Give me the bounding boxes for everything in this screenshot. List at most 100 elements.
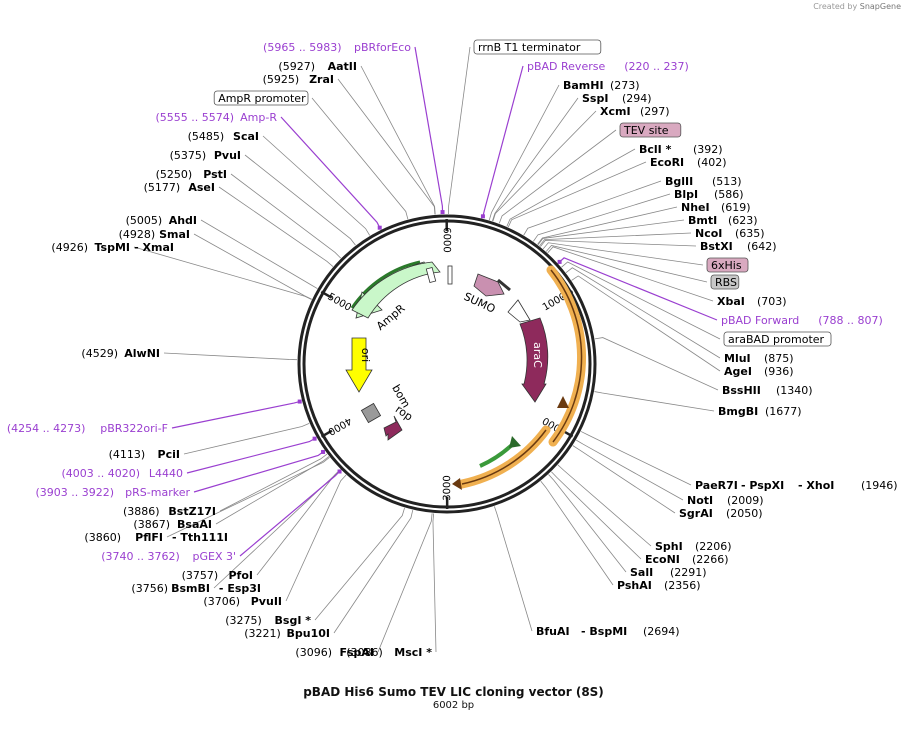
his-tag-mark	[497, 278, 511, 292]
site-text: AhdI	[169, 214, 197, 227]
site-text: SphI	[655, 540, 683, 553]
site-text: (5375)	[170, 149, 207, 162]
plasmid-title: pBAD His6 Sumo TEV LIC cloning vector (8…	[303, 685, 604, 699]
site-text: BclI *	[639, 143, 672, 156]
site-text: - XhoI	[798, 479, 834, 492]
arac-label: araC	[531, 342, 544, 368]
site-label-bmgbi: BmgBI(1677)	[718, 405, 802, 418]
leader-6xhis	[542, 242, 704, 266]
arac-arrow	[519, 317, 549, 403]
site-label-bfuai: BfuAI- BspMI(2694)	[536, 625, 680, 638]
site-label-ncoi: NcoI(635)	[695, 227, 765, 240]
site-text: FspAI	[339, 646, 374, 659]
site-text: AseI	[188, 181, 215, 194]
site-text: ZraI	[309, 73, 334, 86]
site-text: (3096)	[295, 646, 332, 659]
site-label-ampr-promoter: AmpR promoter	[213, 90, 309, 106]
site-text: TspMI	[94, 241, 130, 254]
site-text: (4928)	[119, 228, 156, 241]
leader-blpi	[533, 193, 671, 242]
site-text: PaeR7I	[695, 479, 738, 492]
feature-box	[710, 274, 740, 290]
site-label-nhei: NheI(619)	[681, 201, 751, 214]
site-text: (2009)	[727, 494, 764, 507]
site-text: RBS	[715, 276, 737, 289]
leader-pcii	[183, 422, 310, 455]
leader-pbad-reverse	[482, 65, 524, 217]
leader-asei	[218, 186, 334, 267]
leader-bstz17i	[219, 453, 328, 512]
site-text: L4440	[149, 467, 183, 480]
leader-msci	[432, 513, 437, 653]
site-label-sgrai: SgrAI(2050)	[679, 507, 763, 520]
site-text: PstI	[203, 168, 227, 181]
site-text: MscI *	[394, 646, 432, 659]
site-label-aatii: AatII(5927)	[278, 60, 357, 73]
site-label-pbad-forward: pBAD Forward(788 .. 807)	[721, 314, 883, 327]
site-text: AatII	[328, 60, 357, 73]
leader-econi	[551, 471, 642, 560]
leader-alwni	[163, 352, 298, 361]
site-text: (4113)	[109, 448, 146, 461]
primer-mark-pbr322ori-f	[297, 399, 302, 404]
site-text: (703)	[757, 295, 787, 308]
site-text: XcmI	[600, 105, 631, 118]
leader-bsgi	[314, 507, 405, 621]
site-text: AgeI	[724, 365, 752, 378]
leader-agei	[571, 275, 721, 372]
primer-mark-prs-marker	[321, 449, 326, 454]
site-text: (2694)	[643, 625, 680, 638]
site-label-sspi: SspI(294)	[582, 92, 652, 105]
site-text: (3757)	[182, 569, 219, 582]
site-label-arabad-promoter: araBAD promoter	[723, 331, 832, 347]
site-label-ahdi: AhdI(5005)	[126, 214, 197, 227]
rop-arrow	[383, 415, 403, 441]
primer-mark-pgex-3	[337, 469, 342, 474]
site-label-alwni: AlwNI(4529)	[81, 347, 160, 360]
feature-box	[723, 331, 832, 347]
site-text: pBAD Reverse	[527, 60, 605, 73]
site-text: SmaI	[159, 228, 190, 241]
ori-label: ori	[359, 348, 372, 362]
leader-ampr-promoter	[311, 97, 409, 220]
site-text: (4003 .. 4020)	[61, 467, 140, 480]
site-text: (5555 .. 5574)	[155, 111, 234, 124]
site-text: (1946)	[861, 479, 898, 492]
site-label-zrai: ZraI(5925)	[263, 73, 334, 86]
site-label-bsaai: BsaAI(3867)	[133, 518, 212, 531]
site-label-pbad-reverse: pBAD Reverse(220 .. 237)	[527, 60, 689, 73]
arac-highlight-arrowhead-2	[557, 396, 569, 408]
bom-feature	[360, 402, 382, 424]
site-text: (4926)	[51, 241, 88, 254]
leader-bamhi	[488, 84, 560, 221]
site-text: EcoNI	[645, 553, 680, 566]
site-text: (2356)	[664, 579, 701, 592]
site-label-blpi: BlpI(586)	[674, 188, 744, 201]
site-text: XbaI	[717, 295, 745, 308]
primer-mark-pbad-forward	[557, 259, 562, 264]
leader-pbrforeco	[414, 46, 444, 213]
site-text: PfoI	[229, 569, 254, 582]
site-label-pvuii: PvuII(3706)	[203, 595, 282, 608]
leader-ncoi	[539, 232, 692, 247]
site-label-bglii: BglII(513)	[665, 175, 742, 188]
leader-arabad-promoter	[561, 261, 721, 340]
site-text: PshAI	[617, 579, 652, 592]
leader-tspmi	[133, 246, 312, 300]
site-text: ScaI	[233, 130, 259, 143]
site-label-econi: EcoNI(2266)	[645, 553, 729, 566]
site-text: AlwNI	[124, 347, 160, 360]
feature-box	[473, 39, 602, 55]
site-label-bcli: BclI *(392)	[639, 143, 723, 156]
site-label-bpu10i: Bpu10I(3221)	[244, 627, 330, 640]
site-text: (2291)	[670, 566, 707, 579]
ampr-arrow-body	[351, 261, 441, 319]
leader-aatii	[360, 65, 436, 215]
tick-label-6000: 6000	[441, 227, 452, 252]
site-label-pcii: PciI(4113)	[109, 448, 180, 461]
leader-pshai	[540, 480, 614, 586]
leader-amp-r	[280, 116, 381, 228]
site-label-rbs: RBS	[710, 274, 740, 290]
